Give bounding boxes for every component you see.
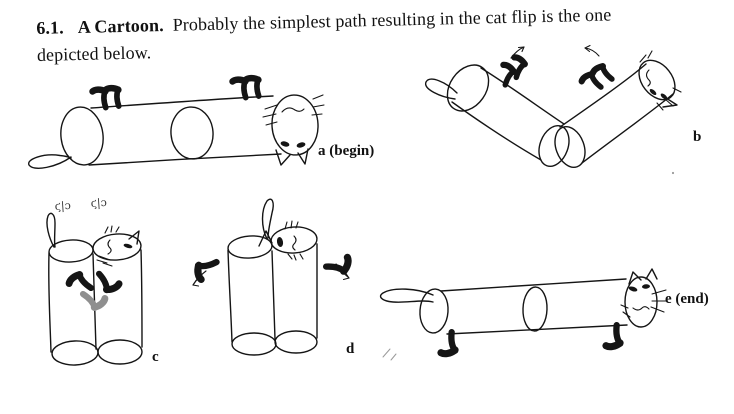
stage-e-label: e (end) [665, 291, 709, 307]
cat-body-cylinders [419, 278, 628, 335]
twist-symbol-right: ϛ|ɔ [90, 196, 107, 211]
cat-face-top [92, 225, 142, 267]
cat-face-upside-down [262, 94, 325, 166]
cat-tail [425, 78, 458, 100]
cat-body-folded-cylinders [227, 235, 318, 356]
rotation-arrow-icon-right [584, 44, 600, 57]
cat-body-cylinders [60, 95, 282, 166]
cat-flip-stage-d: d [192, 198, 355, 357]
paw-icons-front [232, 77, 260, 98]
stage-b-label: b [693, 129, 701, 145]
rotation-arrow-icon-left [192, 270, 207, 287]
scan-artifact-dot [671, 171, 675, 175]
cat-tail [258, 198, 274, 247]
cat-face-tilted [638, 50, 682, 111]
paw-icons-rear [92, 87, 120, 108]
cat-tail [28, 154, 72, 169]
rotation-arrow-icon-left [510, 46, 525, 59]
paw-icon-right-extended [326, 254, 349, 272]
cat-tail [46, 212, 56, 248]
cat-flip-stage-c: ϛ|ɔ ϛ|ɔ [46, 196, 159, 366]
stage-d-label: d [346, 341, 355, 357]
stage-c-label: c [152, 349, 159, 365]
rotation-arrow-icon-right [335, 263, 350, 281]
cat-face-upright [620, 268, 668, 328]
cat-flip-stage-e: e (end) [379, 268, 709, 361]
scan-artifact-marks [382, 348, 397, 361]
paw-icon-rear [439, 332, 455, 354]
twist-symbol-left: ϛ|ɔ [54, 199, 71, 214]
cat-body-bent-cylinders [446, 63, 674, 169]
cat-flip-stage-b: b [425, 44, 701, 175]
cat-flip-stage-a: a (begin) [28, 77, 374, 169]
stage-a-label: a (begin) [318, 143, 374, 159]
cat-face-top [270, 220, 318, 261]
paw-icons-front [581, 64, 613, 94]
cat-tail [379, 288, 434, 303]
paw-icon-front [604, 325, 620, 347]
